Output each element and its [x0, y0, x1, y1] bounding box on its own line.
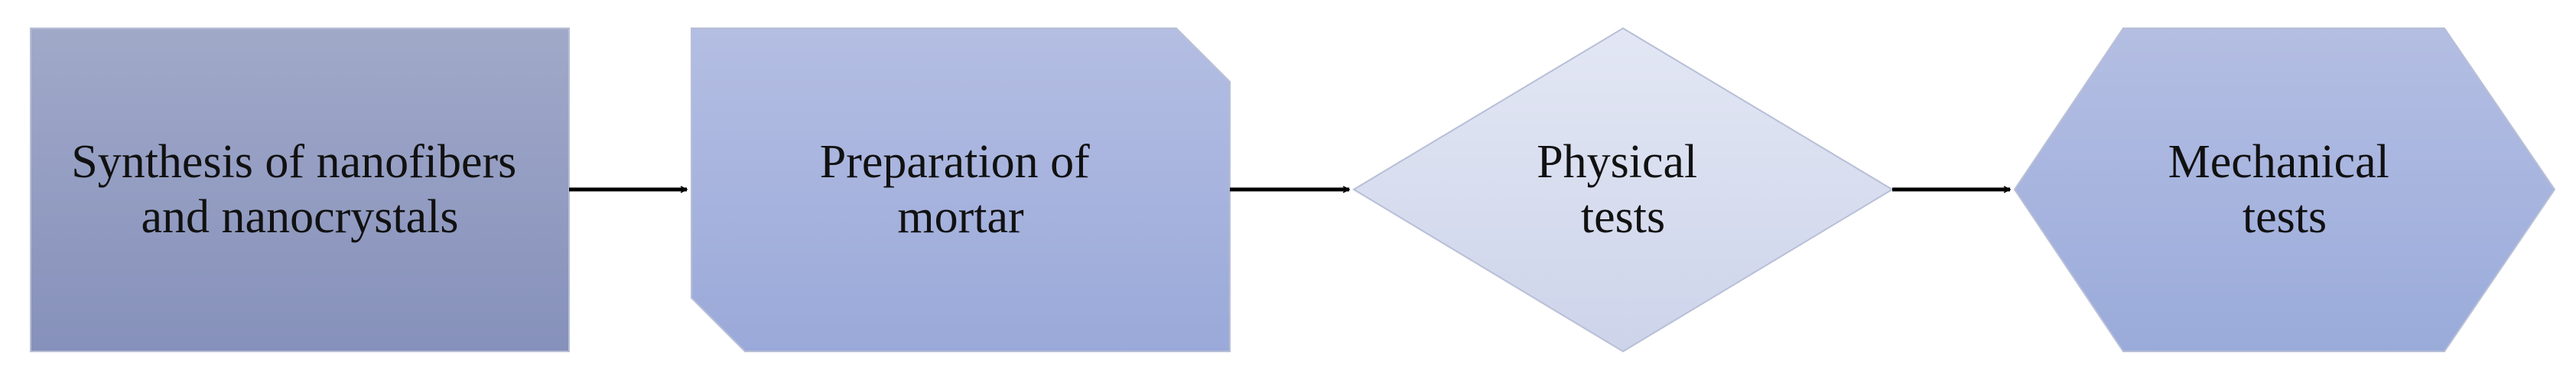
node-preparation-label: Preparation of mortar	[820, 136, 1101, 243]
node-physical-label: Physical tests	[1537, 136, 1709, 243]
node-physical: Physical tests	[1352, 27, 1894, 353]
node-mechanical: Mechanical tests	[2013, 28, 2556, 352]
node-mechanical-label: Mechanical tests	[2168, 136, 2402, 243]
node-preparation-shape	[691, 28, 1231, 352]
node-physical-line-2: tests	[1581, 191, 1665, 243]
node-synthesis-label: Synthesis of nanofibers and nanocrystals	[71, 136, 529, 243]
node-physical-shape	[1352, 27, 1894, 353]
node-physical-line-1: Physical	[1537, 136, 1697, 188]
node-synthesis-line-1: Synthesis of nanofibers	[71, 136, 516, 188]
node-preparation-line-2: mortar	[897, 191, 1024, 243]
node-synthesis-shape	[30, 28, 570, 352]
node-preparation-line-1: Preparation of	[820, 136, 1090, 188]
node-mechanical-line-1: Mechanical	[2168, 136, 2389, 188]
node-synthesis-line-2: and nanocrystals	[141, 191, 459, 243]
node-preparation: Preparation of mortar	[691, 28, 1231, 352]
node-mechanical-shape	[2013, 28, 2556, 352]
node-mechanical-line-2: tests	[2243, 191, 2327, 243]
node-synthesis: Synthesis of nanofibers and nanocrystals	[30, 28, 570, 352]
